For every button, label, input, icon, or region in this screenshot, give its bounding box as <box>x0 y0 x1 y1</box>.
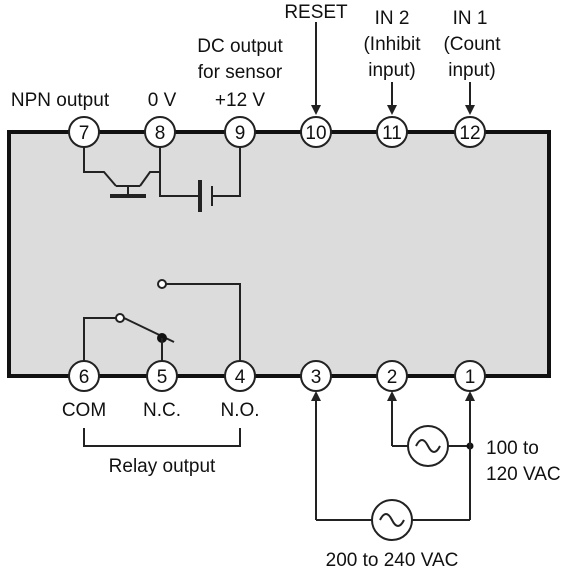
ac-high-label: 200 to 240 VAC <box>326 550 459 571</box>
com-label: COM <box>62 400 106 421</box>
terminal-3-label: 3 <box>311 367 322 388</box>
terminal-2-label: 2 <box>387 367 398 388</box>
relay-contacts <box>83 279 241 362</box>
terminal-10-label: 10 <box>305 123 326 144</box>
top-terminal-row: 7 8 9 10 11 12 <box>68 116 486 148</box>
terminal-5-label: 5 <box>157 367 168 388</box>
terminal-8 <box>144 116 176 148</box>
relay-output-label: Relay output <box>109 456 216 477</box>
terminal-12 <box>454 116 486 148</box>
in2-label: IN 2 <box>375 8 410 29</box>
terminal-6 <box>68 360 100 392</box>
ac-low-line1-label: 100 to <box>486 438 539 459</box>
terminal-7-label: 7 <box>79 123 90 144</box>
in1-label: IN 1 <box>453 8 488 29</box>
bottom-terminal-row: 6 5 4 3 2 1 <box>68 360 486 392</box>
terminal-6-label: 6 <box>79 367 90 388</box>
device-body <box>7 130 551 378</box>
terminal-7 <box>68 116 100 148</box>
terminal-11-label: 11 <box>382 123 402 144</box>
terminal-8-label: 8 <box>155 123 166 144</box>
terminal-11 <box>376 116 408 148</box>
nc-label: N.C. <box>143 400 181 421</box>
npn-transistor-circuit <box>83 146 200 198</box>
terminal-4 <box>224 360 256 392</box>
no-label: N.O. <box>220 400 259 421</box>
npn-output-label: NPN output <box>11 90 110 111</box>
top-input-arrows <box>311 22 475 115</box>
battery-symbol <box>198 146 241 212</box>
ac-supply-wiring <box>311 391 475 541</box>
terminal-5 <box>146 360 178 392</box>
in2-sub1-label: (Inhibit <box>363 34 421 55</box>
terminal-9 <box>224 116 256 148</box>
terminal-12-label: 12 <box>459 123 480 144</box>
terminal-1-label: 1 <box>465 367 476 388</box>
terminal-9-label: 9 <box>235 123 246 144</box>
dc-output-label: DC output <box>197 36 283 57</box>
ac-low-line2-label: 120 VAC <box>486 464 561 485</box>
reset-label: RESET <box>284 2 348 23</box>
relay-output-bracket <box>83 428 241 447</box>
in1-sub1-label: (Count <box>443 34 501 55</box>
terminal-10 <box>300 116 332 148</box>
for-sensor-label: for sensor <box>198 62 283 83</box>
in1-sub2-label: input) <box>448 60 496 81</box>
zero-v-label: 0 V <box>148 90 177 111</box>
plus12v-label: +12 V <box>215 90 266 111</box>
terminal-4-label: 4 <box>235 367 246 388</box>
in2-sub2-label: input) <box>368 60 416 81</box>
